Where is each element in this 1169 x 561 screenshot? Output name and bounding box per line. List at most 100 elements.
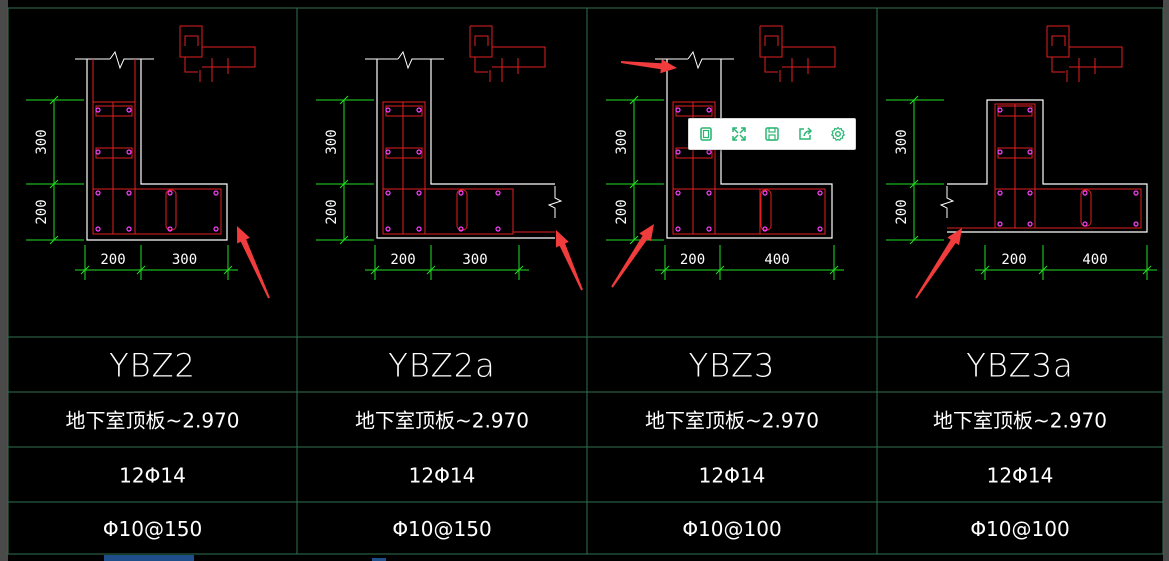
fullscreen-button[interactable] (726, 121, 752, 147)
rebar-dot (997, 149, 1003, 155)
rebar-dot (416, 226, 422, 232)
share-button[interactable] (792, 121, 818, 147)
break-line (939, 186, 955, 218)
elevation-text: 地下室顶板~2.970 (355, 409, 529, 433)
rebar-dot (675, 226, 681, 232)
column-name: YBZ3 (689, 347, 776, 385)
dimension-label: 300 (614, 129, 630, 154)
longitudinal-rebar-text: 12Φ14 (119, 464, 186, 488)
rebar-dot (762, 190, 768, 196)
stirrup-detail (1051, 57, 1065, 73)
taskbar-fragment-small (372, 558, 386, 561)
rebar-dot (385, 149, 391, 155)
dimension-tick (715, 265, 725, 275)
rebar-cage (382, 101, 426, 235)
section-outline (376, 59, 555, 239)
dimension-tick (426, 265, 436, 275)
dimension-label: 200 (100, 252, 125, 268)
stirrup-detail (469, 25, 493, 58)
section-outline (666, 59, 833, 239)
dimension-tick (370, 265, 380, 275)
rebar-dot (416, 107, 422, 113)
rebar-dot (167, 190, 173, 196)
rebar-dot (126, 190, 132, 196)
settings-button[interactable] (825, 121, 851, 147)
stirrup (456, 189, 468, 231)
dimension-label: 200 (614, 199, 630, 224)
copy-button[interactable] (693, 121, 719, 147)
rebar-dot (126, 107, 132, 113)
rebar-dot (95, 190, 101, 196)
longitudinal-rebar-text: 12Φ14 (699, 464, 766, 488)
break-line (547, 186, 563, 218)
dimension-tick (339, 235, 349, 245)
stirrup-text: Φ10@150 (103, 517, 202, 541)
rebar-dot (126, 226, 132, 232)
rebar-dot (385, 107, 391, 113)
annotation-arrow (611, 224, 654, 288)
rebar-dot (1027, 221, 1033, 227)
stirrup-detail (759, 25, 783, 58)
image-toolbar (688, 118, 856, 150)
save-icon (765, 127, 779, 141)
stirrup-detail (179, 25, 203, 58)
rebar-dot (167, 226, 173, 232)
annotation-arrow (237, 226, 270, 299)
section-outline (947, 99, 1148, 233)
dimension-tick (660, 265, 670, 275)
dimension-tick (629, 179, 639, 189)
dimension-tick (829, 265, 839, 275)
dimension-tick (980, 265, 990, 275)
stirrup-text: Φ10@100 (970, 517, 1069, 541)
longitudinal-rebar-text: 12Φ14 (987, 464, 1054, 488)
rebar-dot (495, 190, 501, 196)
rebar-cage (994, 188, 1142, 229)
dimension-tick (80, 265, 90, 275)
section-outline (430, 59, 555, 185)
dimension-label: 200 (894, 199, 910, 224)
rebar-dot (675, 149, 681, 155)
dimension-label: 200 (34, 199, 50, 224)
stirrup-detail (764, 35, 779, 46)
dimension-label: 200 (390, 252, 415, 268)
stirrup (165, 189, 177, 231)
dimension-label: 400 (764, 252, 789, 268)
elevation-text: 地下室顶板~2.970 (65, 409, 239, 433)
dimension-label: 300 (894, 129, 910, 154)
copy-icon (699, 127, 712, 141)
dimension-label: 300 (462, 252, 487, 268)
frame-left-edge (0, 0, 8, 561)
dimension-label: 200 (324, 199, 340, 224)
rebar-dot (385, 226, 391, 232)
rebar-dot (385, 190, 391, 196)
rebar-dot (95, 149, 101, 155)
rebar-dot (416, 149, 422, 155)
elevation-text: 地下室顶板~2.970 (645, 409, 819, 433)
rebar-dot (458, 226, 464, 232)
section-outline (86, 59, 228, 241)
rebar-dot (1133, 221, 1139, 227)
dimension-tick (909, 179, 919, 189)
break-line (397, 50, 444, 70)
dimension-tick (629, 235, 639, 245)
stirrup-detail (1046, 25, 1070, 58)
rebar-dot (1133, 190, 1139, 196)
rebar-dot (762, 226, 768, 232)
rebar-dot (997, 221, 1003, 227)
stirrup-text: Φ10@100 (682, 517, 781, 541)
rebar-dot (706, 149, 712, 155)
dimension-tick (909, 235, 919, 245)
dimension-tick (339, 95, 349, 105)
stirrup-detail (764, 57, 778, 73)
rebar-dot (1082, 190, 1088, 196)
stirrup-detail (1051, 35, 1066, 46)
rebar-cage (92, 188, 222, 235)
dimension-tick (136, 265, 146, 275)
rebar-dot (706, 107, 712, 113)
save-button[interactable] (759, 121, 785, 147)
dimension-label: 300 (34, 129, 50, 154)
